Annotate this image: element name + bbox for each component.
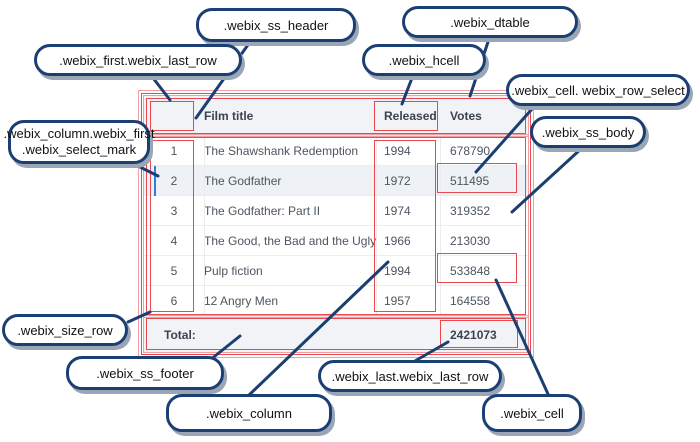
select-mark bbox=[154, 166, 156, 196]
votes-cell[interactable]: 533848 bbox=[450, 264, 491, 278]
callout-label: .webix_size_row bbox=[17, 322, 113, 338]
callout-label: .webix_ss_header bbox=[223, 17, 329, 33]
column-divider bbox=[376, 136, 377, 316]
callout-first-last-row: .webix_first.webix_last_row bbox=[34, 44, 242, 76]
callout-last-last-row: .webix_last.webix_last_row bbox=[318, 360, 502, 392]
table-row[interactable]: 4 The Good, the Bad and the Ugly 1966 21… bbox=[144, 226, 528, 256]
header-cell-released[interactable]: Released bbox=[384, 109, 437, 123]
callout-ss-footer: .webix_ss_footer bbox=[66, 356, 224, 390]
callout-cell: .webix_cell bbox=[482, 394, 582, 432]
callout-label: .webix_last.webix_last_row bbox=[331, 368, 489, 384]
votes-cell[interactable]: 164558 bbox=[450, 294, 491, 308]
callout-size-row: .webix_size_row bbox=[2, 314, 128, 346]
callout-ss-header: .webix_ss_header bbox=[196, 8, 356, 42]
callout-label: .webix_cell bbox=[500, 405, 564, 421]
votes-cell[interactable]: 319352 bbox=[450, 204, 491, 218]
table-row[interactable]: 6 12 Angry Men 1957 164558 bbox=[144, 286, 528, 316]
row-id-cell[interactable]: 6 bbox=[170, 294, 178, 308]
column-divider bbox=[440, 136, 441, 316]
released-cell[interactable]: 1994 bbox=[384, 264, 411, 278]
row-id-cell[interactable]: 5 bbox=[170, 264, 178, 278]
callout-column: .webix_column bbox=[166, 394, 332, 432]
votes-cell[interactable]: 678790 bbox=[450, 144, 491, 158]
title-cell[interactable]: The Godfather: Part II bbox=[204, 204, 321, 218]
callout-label: .webix_ss_footer bbox=[96, 365, 194, 381]
title-cell[interactable]: Pulp fiction bbox=[204, 264, 263, 278]
table-row[interactable]: 3 The Godfather: Part II 1974 319352 bbox=[144, 196, 528, 226]
callout-label: .webix_first.webix_last_row bbox=[59, 52, 217, 68]
votes-cell[interactable]: 213030 bbox=[450, 234, 491, 248]
callout-ss-body: .webix_ss_body bbox=[530, 116, 646, 148]
callout-hcell: .webix_hcell bbox=[362, 44, 486, 76]
released-cell[interactable]: 1974 bbox=[384, 204, 411, 218]
row-id-cell[interactable]: 2 bbox=[170, 174, 178, 188]
callout-label: .webix_column bbox=[206, 405, 292, 421]
title-cell[interactable]: The Good, the Bad and the Ugly bbox=[204, 234, 376, 248]
released-cell[interactable]: 1994 bbox=[384, 144, 411, 158]
callout-label: .webix_dtable bbox=[450, 14, 530, 30]
title-cell[interactable]: The Godfather bbox=[204, 174, 282, 188]
column-divider bbox=[204, 136, 205, 316]
table-footer: Total: 2421073 bbox=[144, 316, 528, 352]
votes-cell[interactable]: 511495 bbox=[450, 174, 490, 188]
datatable: Film title Released Votes 1 The Shawshan… bbox=[144, 96, 528, 352]
table-row[interactable]: 1 The Shawshank Redemption 1994 678790 bbox=[144, 136, 528, 166]
callout-cell-row-select: .webix_cell. webix_row_select bbox=[506, 74, 690, 106]
callout-dtable: .webix_dtable bbox=[402, 6, 578, 38]
released-cell[interactable]: 1972 bbox=[384, 174, 411, 188]
released-cell[interactable]: 1966 bbox=[384, 234, 411, 248]
table-row[interactable]: 5 Pulp fiction 1994 533848 bbox=[144, 256, 528, 286]
title-cell[interactable]: The Shawshank Redemption bbox=[204, 144, 359, 158]
footer-total-value: 2421073 bbox=[450, 328, 497, 342]
released-cell[interactable]: 1957 bbox=[384, 294, 411, 308]
table-row-selected[interactable]: 2 The Godfather 1972 511495 bbox=[144, 166, 528, 196]
callout-label: .webix_column.webix_first bbox=[3, 126, 155, 141]
header-cell-title[interactable]: Film title bbox=[204, 109, 254, 123]
header-cell-votes[interactable]: Votes bbox=[450, 109, 482, 123]
callout-column-first-select-mark: .webix_column.webix_first .webix_select_… bbox=[4, 120, 155, 164]
callout-label: .webix_cell. webix_row_select bbox=[511, 82, 685, 98]
callout-label: .webix_select_mark bbox=[21, 142, 137, 157]
row-id-cell[interactable]: 1 bbox=[170, 144, 178, 158]
callout-label: .webix_hcell bbox=[388, 52, 460, 68]
title-cell[interactable]: 12 Angry Men bbox=[204, 294, 279, 308]
row-id-cell[interactable]: 3 bbox=[170, 204, 178, 218]
callout-label: .webix_ss_body bbox=[541, 124, 635, 140]
row-id-cell[interactable]: 4 bbox=[170, 234, 178, 248]
footer-total-label: Total: bbox=[164, 328, 196, 342]
table-body: 1 The Shawshank Redemption 1994 678790 2… bbox=[144, 136, 528, 316]
